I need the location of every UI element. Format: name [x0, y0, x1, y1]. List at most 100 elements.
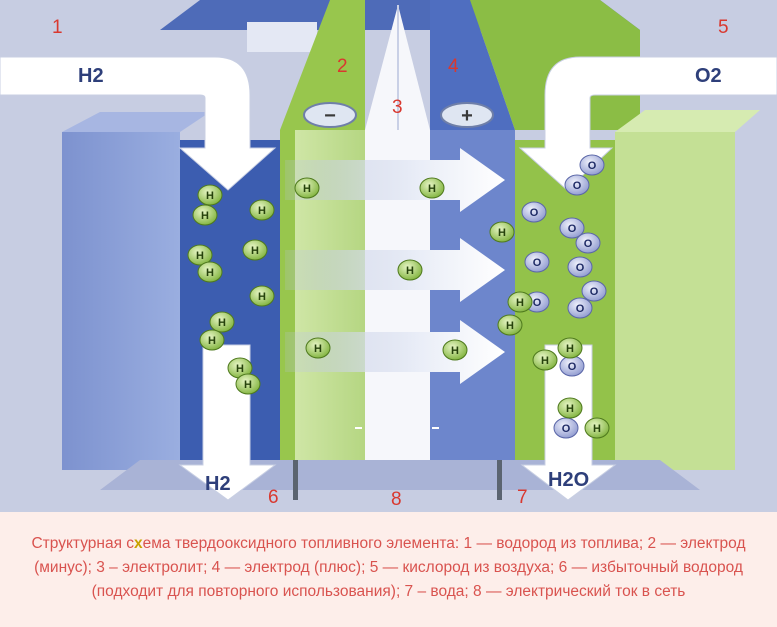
label-4: 4 — [448, 56, 459, 77]
label-6: 6 — [268, 487, 279, 508]
hydrogen-atom: H — [249, 285, 275, 307]
hydrogen-atom-label: H — [314, 343, 322, 355]
oxygen-atom: O — [559, 217, 585, 239]
hydrogen-atom-label: H — [593, 423, 601, 435]
hydrogen-atom-label: H — [196, 250, 204, 262]
ion-flow-arrow-top — [285, 148, 505, 212]
oxygen-atom-label: O — [576, 262, 585, 274]
hydrogen-atom-label: H — [201, 210, 209, 222]
hydrogen-atom-label: H — [451, 345, 459, 357]
hydrogen-atom-label: H — [516, 297, 524, 309]
hydrogen-atom-label: H — [428, 183, 436, 195]
label-2: 2 — [337, 56, 348, 77]
oxygen-atom: O — [521, 201, 547, 223]
hydrogen-atom-label: H — [566, 343, 574, 355]
minus-terminal: − — [303, 102, 357, 128]
plus-wire — [497, 460, 502, 500]
hydrogen-atom-label: H — [258, 205, 266, 217]
label-7: 7 — [517, 487, 528, 508]
oxygen-atom: O — [567, 256, 593, 278]
oxygen-atom-label: O — [573, 180, 582, 192]
left-housing-block — [62, 132, 180, 470]
hydrogen-atom: H — [507, 291, 533, 313]
oxygen-atom: O — [524, 251, 550, 273]
oxygen-atom-label: O — [584, 238, 593, 250]
oxygen-atom: O — [579, 154, 605, 176]
oxygen-atom: O — [581, 280, 607, 302]
oxygen-atom-label: O — [588, 160, 597, 172]
hydrogen-atom: H — [419, 177, 445, 199]
oxygen-atom-label: O — [533, 297, 542, 309]
ion-flow-arrow-bottom — [285, 320, 505, 384]
label-5: 5 — [718, 17, 729, 38]
oxygen-atom-label: O — [576, 303, 585, 315]
label-8: 8 — [391, 489, 402, 510]
h2-inlet-arrow — [0, 56, 277, 191]
hydrogen-atom: H — [584, 417, 610, 439]
hydrogen-atom-label: H — [206, 267, 214, 279]
plus-terminal: + — [440, 102, 494, 128]
h2-inlet-label: H2 — [78, 65, 104, 87]
hydrogen-atom: H — [192, 204, 218, 226]
hydrogen-atom: H — [305, 337, 331, 359]
hydrogen-atom-label: H — [506, 320, 514, 332]
hydrogen-atom: H — [557, 337, 583, 359]
hydrogen-atom: H — [197, 184, 223, 206]
hydrogen-atom-label: H — [251, 245, 259, 257]
hydrogen-atom: H — [242, 239, 268, 261]
hydrogen-atom: H — [489, 221, 515, 243]
h2-outlet-label: H2 — [205, 473, 231, 495]
caption-text-start: Структурная с — [31, 535, 135, 552]
diagram-caption: Структурная схема твердооксидного топлив… — [0, 512, 777, 627]
hydrogen-atom: H — [442, 339, 468, 361]
oxygen-atom-label: O — [562, 423, 571, 435]
hydrogen-atom: H — [294, 177, 320, 199]
oxygen-atom-label: O — [590, 286, 599, 298]
plus-sign: + — [461, 105, 473, 127]
hydrogen-atom-label: H — [541, 355, 549, 367]
top-opening-left — [247, 22, 317, 52]
oxygen-atom: O — [559, 355, 585, 377]
oxygen-atom-label: O — [568, 361, 577, 373]
hydrogen-atom: H — [497, 314, 523, 336]
ion-flow-arrow-middle — [285, 238, 505, 302]
hydrogen-atom-label: H — [218, 317, 226, 329]
hydrogen-atom-label: H — [208, 335, 216, 347]
hydrogen-atom: H — [397, 259, 423, 281]
h2o-outlet-label: H2O — [548, 469, 589, 491]
hydrogen-atom-label: H — [498, 227, 506, 239]
right-housing-top — [615, 110, 760, 132]
hydrogen-atom: H — [197, 261, 223, 283]
hydrogen-atom-label: H — [566, 403, 574, 415]
oxygen-atom: O — [564, 174, 590, 196]
minus-wire — [293, 460, 298, 500]
hydrogen-atom: H — [199, 329, 225, 351]
o2-inlet-label: O2 — [695, 65, 722, 87]
oxygen-atom-label: O — [533, 257, 542, 269]
hydrogen-atom-label: H — [206, 190, 214, 202]
label-1: 1 — [52, 17, 63, 38]
hydrogen-atom-label: H — [258, 291, 266, 303]
caption-text-rest: ема твердооксидного топливного элемента:… — [34, 535, 746, 600]
hydrogen-atom: H — [249, 199, 275, 221]
hydrogen-atom: H — [187, 244, 213, 266]
oxygen-atom: O — [553, 417, 579, 439]
hydrogen-atom: H — [557, 397, 583, 419]
oxygen-atom-label: O — [568, 223, 577, 235]
hydrogen-atom: H — [235, 373, 261, 395]
hydrogen-atom-label: H — [303, 183, 311, 195]
hydrogen-atom-label: H — [406, 265, 414, 277]
hydrogen-atom-label: H — [244, 379, 252, 391]
hydrogen-atom-label: H — [236, 363, 244, 375]
oxygen-atom: O — [575, 232, 601, 254]
caption-highlighted-letter: х — [134, 535, 143, 552]
oxygen-atom-label: O — [530, 207, 539, 219]
hydrogen-atom: H — [532, 349, 558, 371]
left-housing-top — [62, 112, 210, 132]
oxygen-atom: O — [567, 297, 593, 319]
minus-sign: − — [324, 105, 336, 127]
label-3: 3 — [392, 97, 403, 118]
right-housing-block — [615, 132, 735, 470]
